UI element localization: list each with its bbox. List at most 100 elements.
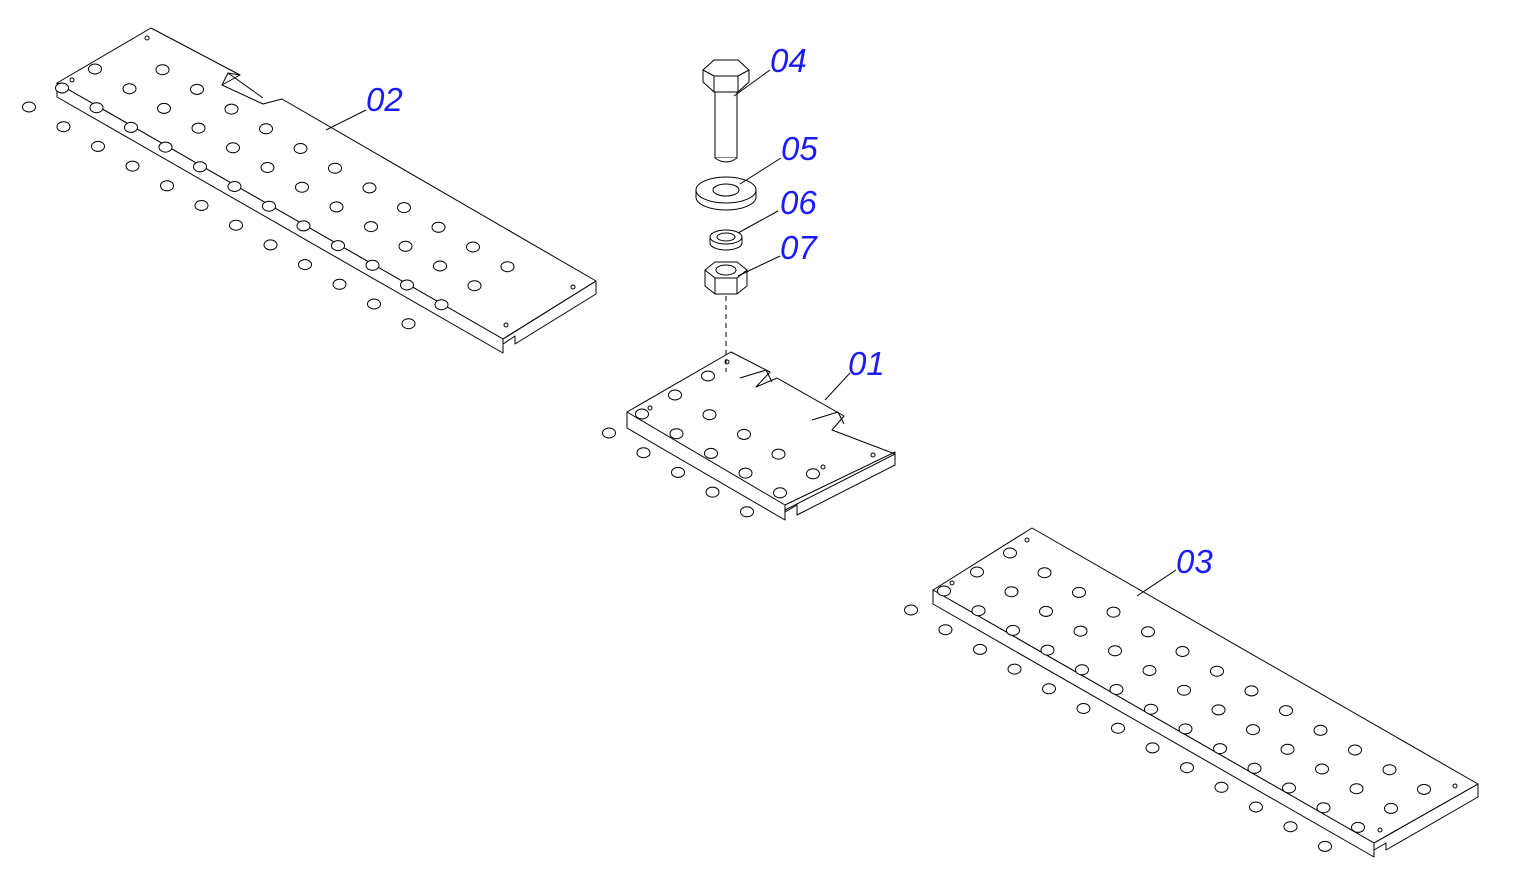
- perforation-hole: [263, 239, 278, 251]
- perforation-hole: [636, 447, 651, 459]
- perforation-hole: [1075, 664, 1089, 676]
- part-02-hole-pattern: [22, 35, 576, 330]
- perforation-hole: [635, 408, 649, 420]
- perforation-hole: [1214, 781, 1229, 793]
- mounting-hole: [1024, 537, 1030, 543]
- part-02-top-face: [56, 27, 597, 340]
- perforation-hole: [1175, 646, 1190, 657]
- perforation-hole: [1315, 763, 1329, 775]
- perforation-hole: [194, 200, 209, 211]
- mounting-hole: [503, 322, 509, 328]
- perforation-hole: [1384, 802, 1398, 814]
- perforation-hole: [1039, 605, 1053, 617]
- perforation-hole: [1073, 625, 1088, 637]
- perforation-hole: [398, 240, 413, 252]
- perforation-hole: [1109, 684, 1124, 695]
- perforation-hole: [602, 427, 616, 439]
- perforation-hole: [1244, 685, 1259, 697]
- leader-04: [733, 69, 771, 97]
- perforation-hole: [362, 182, 377, 194]
- perforation-hole: [669, 428, 684, 440]
- perforation-hole: [1247, 762, 1262, 774]
- leader-lines: [325, 69, 1177, 597]
- perforation-hole: [1348, 744, 1362, 756]
- leader-01: [824, 372, 851, 401]
- perforation-hole: [1007, 663, 1022, 675]
- perforation-hole: [55, 82, 69, 94]
- mounting-hole: [69, 77, 75, 83]
- perforation-hole: [1249, 801, 1263, 813]
- perforation-hole: [738, 467, 753, 479]
- callout-02: 02: [366, 81, 403, 118]
- part-06-lock-washer: [709, 229, 743, 251]
- perforation-hole: [295, 181, 309, 193]
- perforation-hole: [260, 162, 275, 173]
- perforation-hole: [705, 486, 720, 498]
- part-02-long-channel: [22, 27, 597, 354]
- perforation-hole: [1004, 586, 1019, 598]
- perforation-hole: [191, 122, 206, 134]
- leader-05: [739, 157, 782, 185]
- perforation-hole: [227, 181, 242, 192]
- perforation-hole: [224, 103, 239, 115]
- perforation-hole: [91, 140, 105, 152]
- mounting-hole: [144, 35, 150, 41]
- perforation-hole: [1246, 724, 1260, 736]
- perforation-hole: [1108, 645, 1122, 657]
- perforation-hole: [331, 240, 345, 252]
- perforation-hole: [157, 102, 171, 114]
- perforation-hole: [466, 241, 480, 253]
- perforation-hole: [328, 162, 342, 174]
- mounting-hole: [820, 464, 826, 470]
- perforation-hole: [1283, 821, 1298, 833]
- perforation-hole: [293, 143, 308, 154]
- leader-07: [737, 255, 781, 277]
- perforation-hole: [740, 506, 754, 518]
- perforation-hole: [937, 585, 951, 597]
- bolt-shank: [714, 85, 738, 159]
- perforation-hole: [904, 604, 918, 616]
- perforation-hole: [1178, 723, 1193, 735]
- perforation-hole: [88, 63, 102, 75]
- perforation-hole: [1145, 742, 1160, 754]
- mounting-hole: [870, 452, 876, 458]
- perforation-hole: [400, 279, 414, 291]
- perforation-hole: [1072, 586, 1086, 598]
- perforation-hole: [1142, 665, 1157, 676]
- perforation-hole: [467, 280, 482, 292]
- mounting-hole: [949, 580, 955, 586]
- perforation-hole: [298, 259, 312, 271]
- perforation-hole: [668, 389, 682, 401]
- perforation-hole: [125, 160, 140, 172]
- callout-04: 04: [770, 42, 807, 79]
- perforation-hole: [1382, 764, 1397, 776]
- perforation-hole: [701, 370, 715, 382]
- perforation-hole: [1282, 782, 1296, 794]
- perforation-hole: [329, 201, 344, 213]
- perforation-hole: [971, 605, 986, 617]
- part-04-hex-bolt: [702, 59, 750, 163]
- part-07-hex-nut: [704, 261, 748, 295]
- callout-labels: 02 04 05 06 07 01 03: [366, 42, 1213, 580]
- perforation-hole: [737, 428, 751, 440]
- part-01-hole-pattern: [602, 359, 876, 518]
- callout-03: 03: [1176, 543, 1213, 580]
- perforation-hole: [1177, 684, 1191, 696]
- perforation-hole: [332, 278, 347, 290]
- part-03-side-face: [932, 589, 1375, 858]
- perforation-hole: [434, 299, 449, 311]
- perforation-hole: [1318, 840, 1332, 852]
- mounting-hole: [1452, 783, 1458, 789]
- perforation-hole: [1003, 547, 1017, 559]
- mounting-hole: [647, 405, 653, 411]
- perforation-hole: [1349, 783, 1364, 795]
- perforation-hole: [1210, 665, 1224, 677]
- perforation-hole: [158, 141, 173, 153]
- perforation-hole: [364, 221, 378, 233]
- leader-03: [1136, 569, 1177, 597]
- perforation-hole: [190, 83, 204, 95]
- perforation-hole: [704, 447, 718, 459]
- mounting-hole: [570, 284, 576, 290]
- perforation-hole: [1040, 644, 1055, 656]
